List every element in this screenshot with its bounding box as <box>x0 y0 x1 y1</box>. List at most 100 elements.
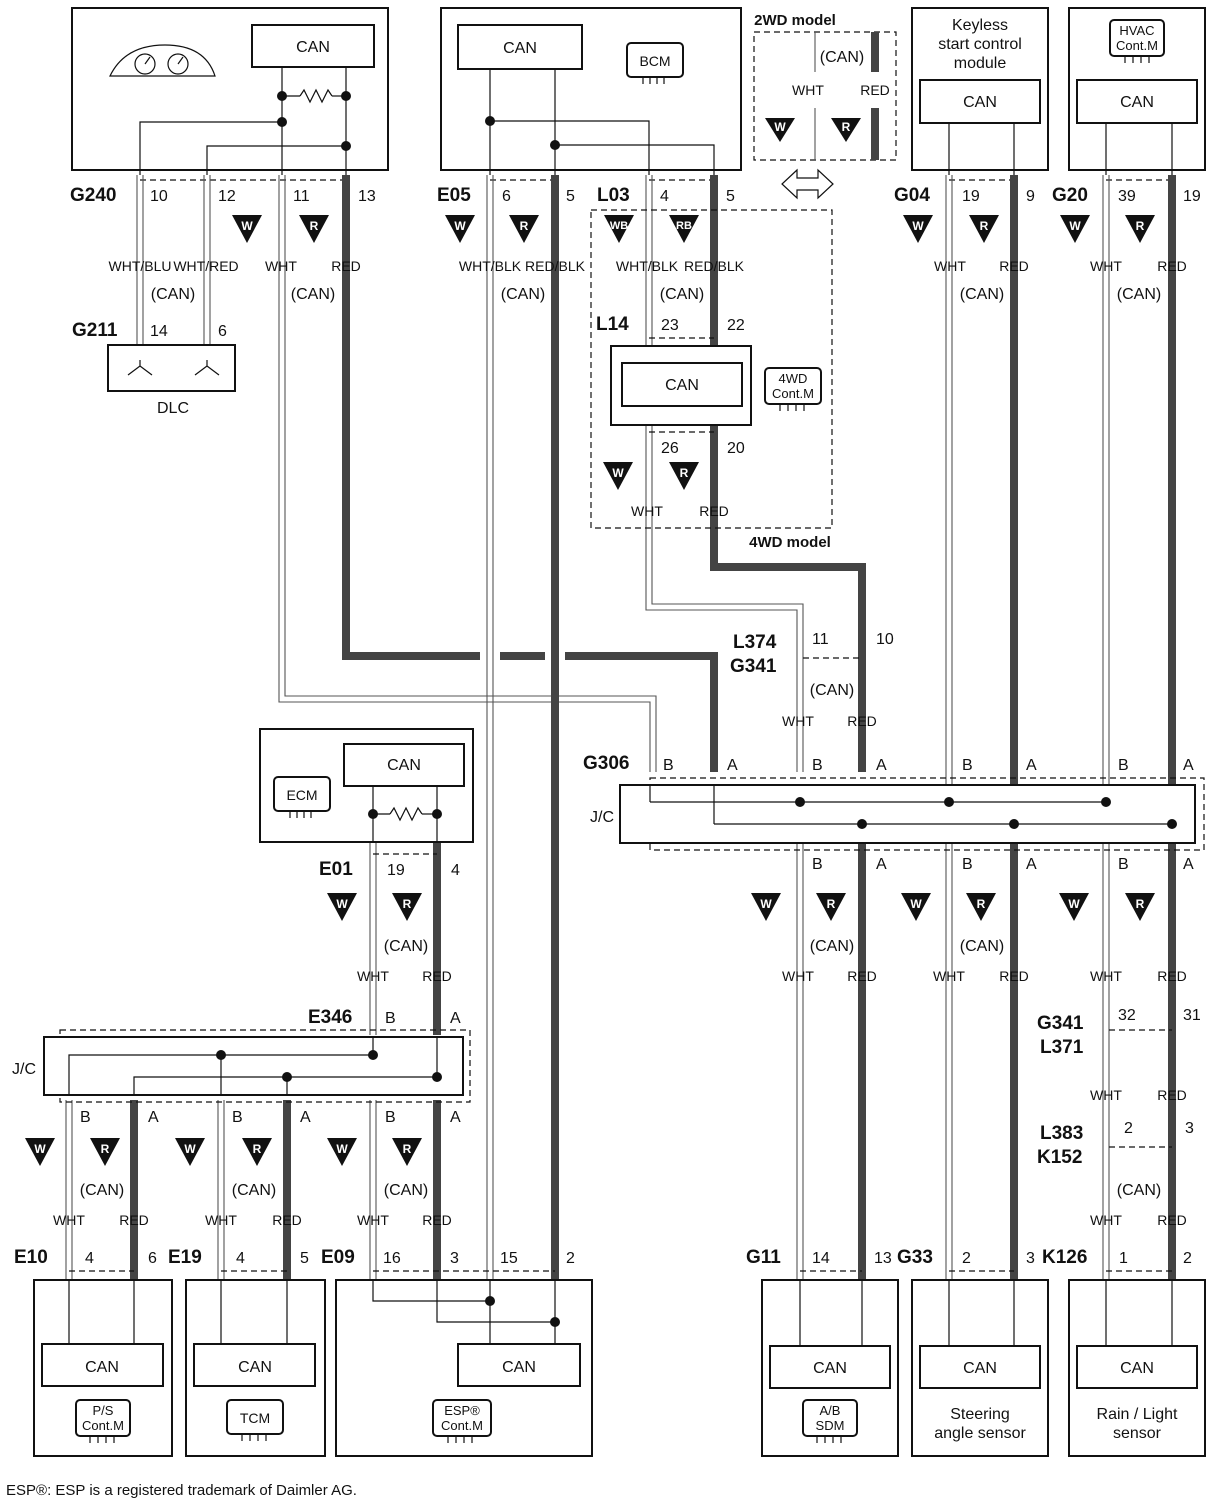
svg-text:G211: G211 <box>72 320 118 341</box>
svg-text:CAN: CAN <box>85 1359 119 1376</box>
svg-text:14: 14 <box>812 1250 830 1267</box>
svg-text:RED: RED <box>1157 258 1187 274</box>
can-label: CAN <box>503 40 537 57</box>
svg-text:14: 14 <box>150 323 168 340</box>
red-wire-marker: R <box>509 215 539 243</box>
svg-text:(CAN): (CAN) <box>820 49 864 66</box>
combination-meter-icon <box>109 44 216 77</box>
svg-text:CAN: CAN <box>502 1359 536 1376</box>
svg-text:G341: G341 <box>730 656 777 677</box>
svg-text:32: 32 <box>1118 1007 1136 1024</box>
svg-text:RED/BLK: RED/BLK <box>684 258 745 274</box>
svg-text:angle sensor: angle sensor <box>934 1425 1026 1442</box>
svg-text:WHT/RED: WHT/RED <box>173 258 238 274</box>
svg-text:W: W <box>1068 897 1080 911</box>
svg-text:L14: L14 <box>596 314 629 335</box>
svg-text:A: A <box>450 1010 461 1027</box>
svg-text:TCM: TCM <box>240 1410 270 1426</box>
svg-text:WHT: WHT <box>1090 1212 1122 1228</box>
svg-text:(CAN): (CAN) <box>810 938 854 955</box>
svg-text:20: 20 <box>727 440 745 457</box>
svg-text:G20: G20 <box>1052 185 1088 206</box>
svg-text:R: R <box>827 897 836 911</box>
svg-text:2WD model: 2WD model <box>754 12 836 29</box>
red-wire-marker: R <box>392 1138 422 1166</box>
svg-text:Cont.M: Cont.M <box>82 1418 124 1433</box>
svg-text:B: B <box>663 757 674 774</box>
svg-text:K126: K126 <box>1042 1247 1087 1268</box>
svg-text:Keyless: Keyless <box>952 17 1008 34</box>
svg-text:W: W <box>336 1142 348 1156</box>
ps-module: CAN P/S Cont.M <box>33 1279 173 1457</box>
steering-angle-sensor-module: CAN Steering angle sensor <box>911 1279 1049 1457</box>
svg-text:RED: RED <box>847 968 877 984</box>
svg-text:W: W <box>34 1142 46 1156</box>
svg-text:WHT: WHT <box>1090 258 1122 274</box>
bcm-module: CAN BCM <box>440 7 742 175</box>
svg-text:CAN: CAN <box>813 1360 847 1377</box>
svg-text:WHT: WHT <box>205 1212 237 1228</box>
svg-text:4: 4 <box>451 862 460 879</box>
svg-text:15: 15 <box>500 1250 518 1267</box>
red-wire-marker: R <box>1125 215 1155 243</box>
svg-text:12: 12 <box>218 188 236 205</box>
svg-text:R: R <box>101 1142 110 1156</box>
hvac-module: HVAC Cont.M CAN <box>1068 7 1206 175</box>
svg-text:E01: E01 <box>319 859 353 880</box>
svg-text:R: R <box>680 466 689 480</box>
rain-sensor-inline: G341 L371 32 31 WHT RED L383 K152 2 3 (C… <box>1037 1007 1201 1228</box>
svg-text:RED: RED <box>272 1212 302 1228</box>
svg-text:B: B <box>80 1109 91 1126</box>
svg-text:G33: G33 <box>897 1247 933 1268</box>
four-wd-badge: 4WD Cont.M <box>764 367 822 411</box>
svg-text:16: 16 <box>383 1250 401 1267</box>
svg-text:(CAN): (CAN) <box>232 1182 276 1199</box>
svg-text:R: R <box>310 219 319 233</box>
svg-text:4: 4 <box>236 1250 245 1267</box>
svg-text:A: A <box>450 1109 461 1126</box>
svg-text:Cont.M: Cont.M <box>441 1418 483 1433</box>
svg-text:W: W <box>1069 219 1081 233</box>
svg-text:A: A <box>1026 757 1037 774</box>
svg-text:W: W <box>760 897 772 911</box>
white-wire-marker: W <box>1060 215 1090 243</box>
white-wire-marker: W <box>751 893 781 921</box>
four-wd-variant: 4WD model L14 23 22 CAN 4WD Cont.M 26 20… <box>590 209 833 551</box>
svg-text:6: 6 <box>218 323 227 340</box>
svg-text:11: 11 <box>293 188 310 205</box>
svg-text:ECM: ECM <box>286 787 317 803</box>
svg-text:WHT: WHT <box>1090 1087 1122 1103</box>
svg-text:WHT: WHT <box>357 1212 389 1228</box>
svg-text:RED: RED <box>847 713 877 729</box>
svg-text:CAN: CAN <box>1120 94 1154 111</box>
svg-text:start control: start control <box>938 36 1022 53</box>
svg-text:WHT: WHT <box>934 258 966 274</box>
svg-text:A: A <box>876 757 887 774</box>
svg-text:WHT: WHT <box>933 968 965 984</box>
svg-text:R: R <box>403 897 412 911</box>
ps-badge: P/S Cont.M <box>75 1399 131 1443</box>
red-wire-marker: R <box>969 215 999 243</box>
svg-text:13: 13 <box>358 188 376 205</box>
svg-text:CAN: CAN <box>387 757 421 774</box>
svg-text:W: W <box>241 219 253 233</box>
svg-text:(CAN): (CAN) <box>151 286 195 303</box>
svg-text:WHT: WHT <box>53 1212 85 1228</box>
ecm-module: CAN ECM <box>259 728 474 843</box>
red-wire-marker: R <box>392 893 422 921</box>
red-wire-marker: R <box>242 1138 272 1166</box>
svg-text:L371: L371 <box>1040 1037 1084 1058</box>
svg-text:A: A <box>1183 856 1194 873</box>
svg-text:A: A <box>1183 757 1194 774</box>
svg-text:2: 2 <box>566 1250 575 1267</box>
dlc-connector: G211 14 6 DLC <box>72 320 236 417</box>
svg-text:E09: E09 <box>321 1247 355 1268</box>
svg-text:CAN: CAN <box>963 1360 997 1377</box>
svg-text:RED/BLK: RED/BLK <box>525 258 586 274</box>
svg-text:B: B <box>1118 856 1129 873</box>
svg-text:22: 22 <box>727 317 745 334</box>
svg-text:G11: G11 <box>746 1247 781 1268</box>
svg-text:CAN: CAN <box>1120 1360 1154 1377</box>
svg-text:L374: L374 <box>733 632 777 653</box>
